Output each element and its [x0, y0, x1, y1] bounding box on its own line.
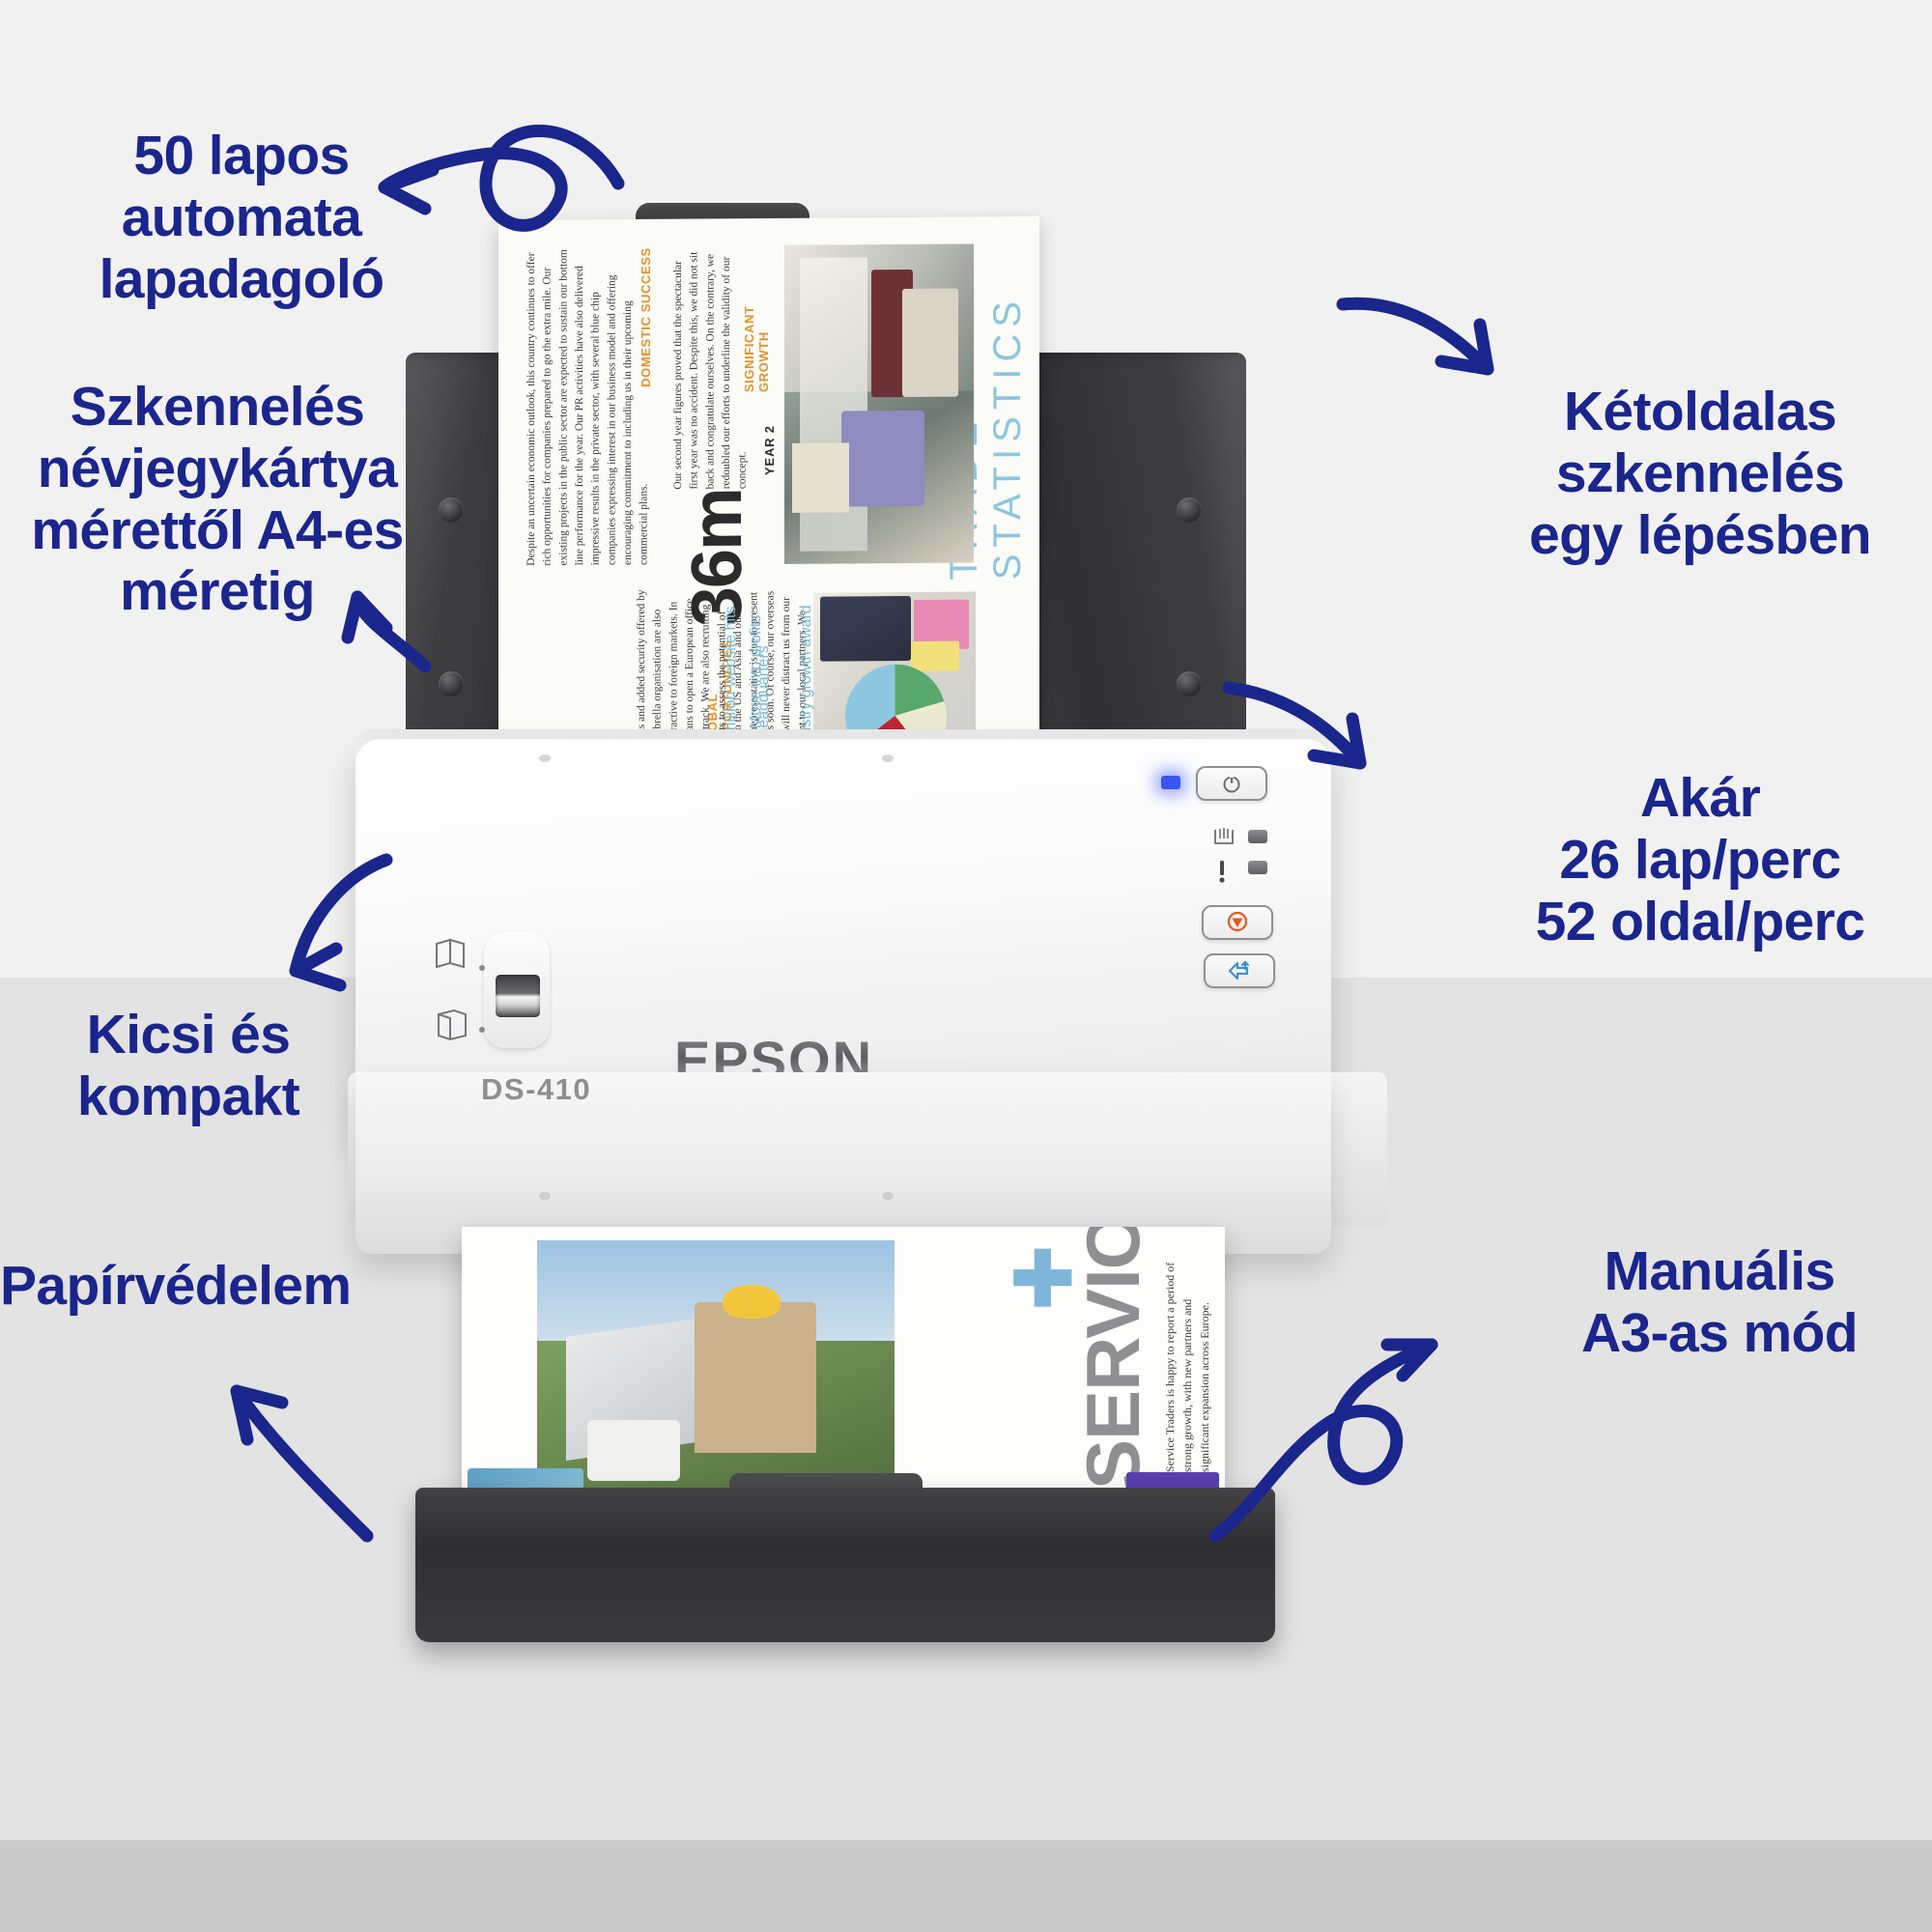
- callout-label-duplex: Kétoldalas szkennelés egy lépésben: [1529, 381, 1872, 566]
- ready-indicator-lamp: [1248, 830, 1267, 843]
- body-dimple: [882, 754, 894, 762]
- separation-slider-icons: [431, 938, 485, 1048]
- power-button[interactable]: [1196, 766, 1267, 801]
- body-dimple: [539, 1192, 551, 1200]
- bullet-item: Move into profits: [748, 614, 764, 729]
- document-photo-meeting: [784, 243, 974, 564]
- guide-screw-icon: [439, 671, 464, 696]
- scan-start-button[interactable]: [1204, 953, 1275, 988]
- scanner-body-front: DS-410: [355, 1072, 1331, 1254]
- output-document-page: SERVICE Service Traders is happy to repo…: [462, 1227, 1225, 1526]
- error-lamp-icon: [1219, 861, 1225, 883]
- year-label: YEAR 2: [762, 425, 777, 476]
- slider-position-dot: [479, 1027, 485, 1033]
- ready-lamp-icon: [1214, 828, 1234, 844]
- power-icon: [1223, 775, 1240, 793]
- power-led-indicator: [1161, 776, 1180, 789]
- callout-label-adf: 50 lapos automata lapadagoló: [99, 125, 384, 310]
- error-indicator-lamp: [1248, 861, 1267, 874]
- stop-icon: [1227, 911, 1248, 932]
- stop-button[interactable]: [1202, 905, 1273, 940]
- bullet-item: 1 million website hits: [723, 606, 739, 749]
- guide-screw-icon: [1177, 497, 1202, 523]
- single-sheet-icon: [438, 1009, 467, 1041]
- model-number-label: DS-410: [481, 1072, 592, 1106]
- slider-knob[interactable]: [496, 975, 540, 1017]
- growth-body-text: Our second year figures proved that the …: [672, 251, 749, 490]
- background-band-bottom: [0, 1840, 1932, 1932]
- guide-screw-icon: [439, 497, 464, 523]
- callout-label-a3: Manuális A3-as mód: [1580, 1240, 1859, 1364]
- body-dimple: [882, 1192, 894, 1200]
- control-panel: [1155, 739, 1300, 1125]
- callout-label-compact: Kicsi és kompakt: [76, 1004, 300, 1127]
- callout-label-speed: Akár 26 lap/perc 52 oldal/perc: [1535, 767, 1865, 952]
- callout-label-protect: Papírvédelem: [0, 1255, 352, 1317]
- separation-mode-slider[interactable]: [484, 932, 550, 1048]
- output-tray: [415, 1488, 1275, 1642]
- guide-screw-icon: [1177, 671, 1202, 696]
- scan-start-icon: [1228, 960, 1250, 980]
- callout-label-sizes: Szkennelés névjegykártya mérettől A4-es …: [31, 376, 404, 623]
- domestic-body-text: Despite an uncertain economic outlook, t…: [526, 249, 650, 566]
- scanner-product-image: A4 LTR/LGL A4 LTR/LGL TRADE STATISTICS: [348, 203, 1526, 1816]
- input-document-page: TRADE STATISTICS SIGNIFICANT GROWTH YEAR…: [498, 216, 1039, 800]
- output-document-title: SERVICE: [1070, 1227, 1155, 1490]
- output-document-body: Service Traders is happy to report a per…: [1163, 1262, 1211, 1472]
- body-dimple: [539, 754, 551, 762]
- slider-position-dot: [479, 965, 485, 971]
- multi-sheet-icon: [436, 938, 465, 969]
- heading-domestic-success: DOMESTIC SUCCESS: [639, 247, 653, 387]
- service-logo-icon: [1013, 1248, 1072, 1307]
